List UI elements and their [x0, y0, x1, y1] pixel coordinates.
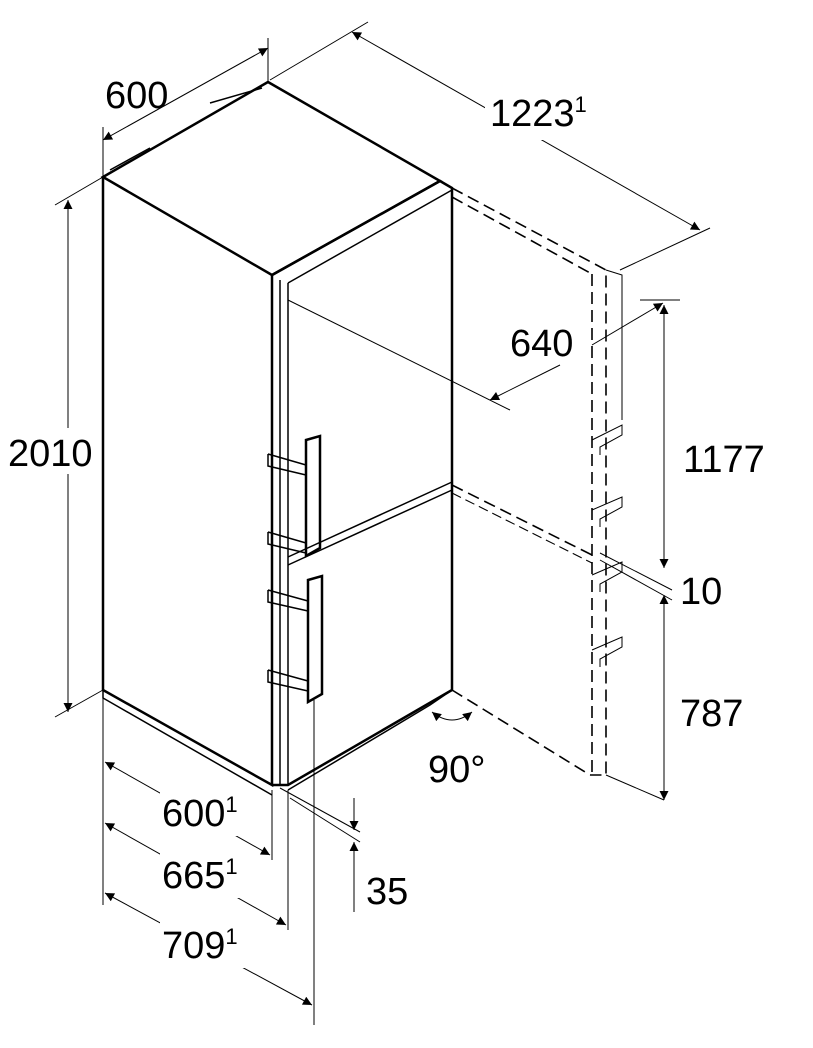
dim-depth-handle-label: 7091: [162, 924, 238, 967]
dim-handle-offset-label: 35: [366, 871, 408, 913]
dim-door-gap-label: 10: [680, 571, 722, 613]
dim-door-heights: 1177 10 787: [599, 305, 765, 801]
dim-handle-offset: 35: [279, 787, 408, 913]
dim-height: 2010: [8, 176, 104, 718]
dim-depth-door-label: 6651: [162, 854, 238, 897]
dim-upper-door-label: 1177: [683, 439, 765, 481]
door-front: [271, 179, 454, 787]
dim-door-angle: 90°: [428, 711, 485, 791]
dim-total-depth: 12231: [269, 21, 711, 271]
door-split: [287, 481, 453, 558]
dim-door-opening: 640: [287, 299, 680, 411]
side-face: [101, 177, 274, 788]
dim-door-angle-label: 90°: [428, 749, 485, 791]
dim-bottom-depths: 6001 6651 7091: [102, 698, 315, 1025]
open-door-outline: [451, 187, 623, 776]
dim-lower-door-label: 787: [680, 693, 743, 735]
upper-handle: [267, 434, 322, 559]
dim-total-depth-label: 12231: [490, 92, 587, 135]
lower-handle: [267, 574, 324, 705]
dim-top-width-label: 600: [105, 75, 168, 117]
fridge-body: [100, 80, 454, 796]
dim-door-opening-label: 640: [510, 323, 573, 365]
dim-height-label: 2010: [8, 433, 93, 475]
dim-top-width: 600: [102, 38, 269, 177]
